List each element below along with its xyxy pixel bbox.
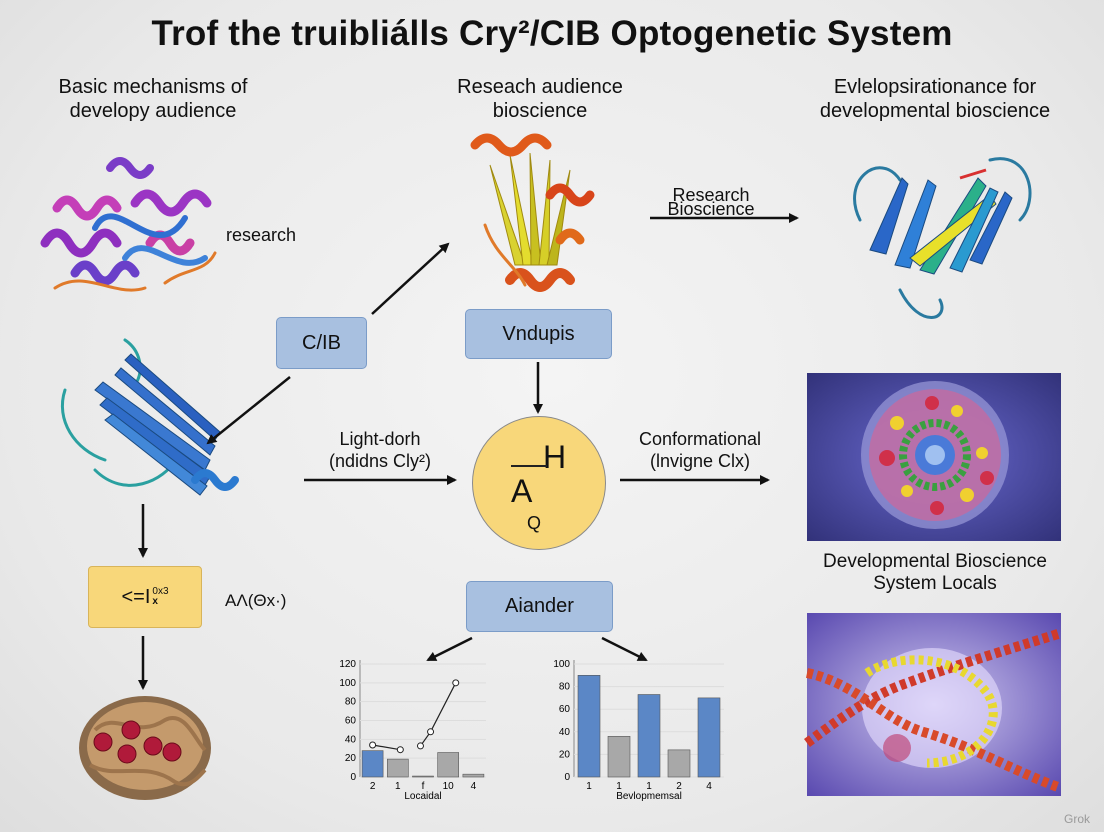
y-tick-label: 100: [339, 678, 356, 689]
y-tick-label: 0: [350, 772, 356, 783]
circle-a-label: A: [511, 473, 533, 509]
y-tick-label: 40: [559, 727, 571, 738]
x-tick-label: 1: [395, 781, 401, 792]
x-tick-label: 2: [676, 781, 682, 792]
vndupis-box[interactable]: Vndupis: [465, 309, 612, 359]
arrow-cib-to-left: [206, 376, 291, 445]
bar: [637, 694, 661, 778]
watermark-label: Grok: [1063, 812, 1090, 826]
x-tick-label: 10: [443, 781, 455, 792]
cell-nucleus-icon: [79, 696, 211, 800]
y-tick-label: 80: [345, 697, 357, 708]
series-point: [396, 746, 404, 754]
x-tick-label: 1: [616, 781, 622, 792]
y-tick-label: 100: [553, 659, 570, 670]
formula-superscript: 0x3: [152, 586, 169, 597]
developmental-bioscience-label: Developmental Bioscience System Locals: [800, 551, 1070, 595]
bar: [607, 736, 631, 778]
protein-rainbow-sheet-icon: [853, 157, 1032, 319]
y-tick-label: 60: [345, 716, 357, 727]
header-left-line-1: Basic mechanisms of: [58, 76, 248, 98]
formula-indices: 0x3 x: [152, 587, 168, 607]
cib-box[interactable]: C/IB: [276, 317, 367, 369]
protein-purple-helix-icon: [40, 157, 217, 292]
bar: [361, 750, 384, 778]
arrow-aiander-left: [426, 636, 473, 662]
header-right: Evlelopsirationance for developmental bi…: [790, 75, 1080, 123]
header-center-line-2: bioscience: [492, 100, 588, 122]
y-tick-label: 20: [559, 749, 571, 760]
arrow-aiander-right: [601, 636, 648, 662]
conformational-label-line-2: (lnvigne Clx): [649, 451, 751, 471]
x-tick-label: 1: [646, 781, 652, 792]
light-label-line-2: (ndidns Cly²): [328, 451, 432, 471]
series-point: [369, 741, 377, 749]
y-tick-label: 120: [339, 659, 356, 670]
conformational-label: Conformational (lnvigne Clx): [620, 428, 780, 472]
header-right-line-2: developmental bioscience: [819, 100, 1051, 122]
series-point: [452, 679, 460, 687]
bar: [412, 775, 434, 778]
x-axis-label: Locaidal: [404, 791, 441, 802]
conformational-label-line-1: Conformational: [638, 429, 762, 449]
x-tick-label: 4: [471, 781, 477, 792]
y-tick-label: 40: [345, 734, 357, 745]
aiander-box[interactable]: Aiander: [466, 581, 613, 632]
developmental-label-line-2: System Locals: [873, 573, 997, 594]
y-tick-label: 0: [564, 772, 570, 783]
arrow-cib-to-center: [371, 242, 450, 315]
y-tick-label: 80: [559, 682, 571, 693]
formula-box[interactable]: <=I 0x3 x: [88, 566, 202, 628]
circle-bar: [511, 465, 547, 467]
x-tick-label: f: [422, 781, 425, 792]
y-tick-label: 60: [559, 704, 571, 715]
series-point: [416, 742, 424, 750]
circle-q-label: Q: [527, 513, 542, 533]
cell-microscopy-image: [807, 373, 1061, 541]
bar: [462, 773, 485, 778]
x-axis-label: Bevlopmemsal: [616, 791, 682, 802]
circle-h-label: H: [543, 439, 567, 475]
header-center-line-1: Reseach audience: [457, 76, 623, 98]
bar: [386, 758, 409, 778]
page-title: Trof the truibliálls Cry²/CIB Optogeneti…: [151, 14, 953, 53]
research-label: research: [226, 225, 297, 245]
x-tick-label: 1: [586, 781, 592, 792]
light-label: Light-dorh (ndidns Cly²): [305, 428, 455, 472]
central-circle[interactable]: H A Q: [472, 416, 606, 550]
series-point: [427, 728, 435, 736]
formula-subscript: x: [152, 596, 158, 607]
x-tick-label: 4: [706, 781, 712, 792]
series-line: [372, 744, 401, 751]
protein-blue-sheet-icon: [60, 338, 239, 496]
research-bioscience-label: Research Bioscience: [636, 184, 786, 220]
series-line: [419, 682, 457, 747]
y-tick-label: 20: [345, 753, 357, 764]
formula-text: <=I: [121, 585, 151, 608]
header-left: Basic mechanisms of develop­y audience: [28, 75, 278, 123]
research-bioscience-line-1: Research: [672, 185, 750, 205]
bar: [697, 697, 721, 778]
light-label-line-1: Light-dorh: [339, 429, 421, 449]
bar: [577, 674, 601, 778]
formula-side-label: AΛ(Θx·): [225, 591, 287, 610]
x-tick-label: 2: [370, 781, 376, 792]
dna-helix-image: [804, 613, 1063, 796]
header-right-line-1: Evlelopsirationance for: [833, 76, 1037, 98]
developmental-label-line-1: Developmental Bioscience: [823, 551, 1047, 572]
header-center: Reseach audience bioscience: [420, 75, 660, 123]
bar: [667, 749, 691, 778]
bar: [437, 752, 459, 778]
protein-yellow-sheet-icon: [470, 133, 595, 292]
research-bioscience-line-2: Bioscience: [667, 199, 755, 219]
header-left-line-2: develop­y audience: [69, 100, 237, 122]
